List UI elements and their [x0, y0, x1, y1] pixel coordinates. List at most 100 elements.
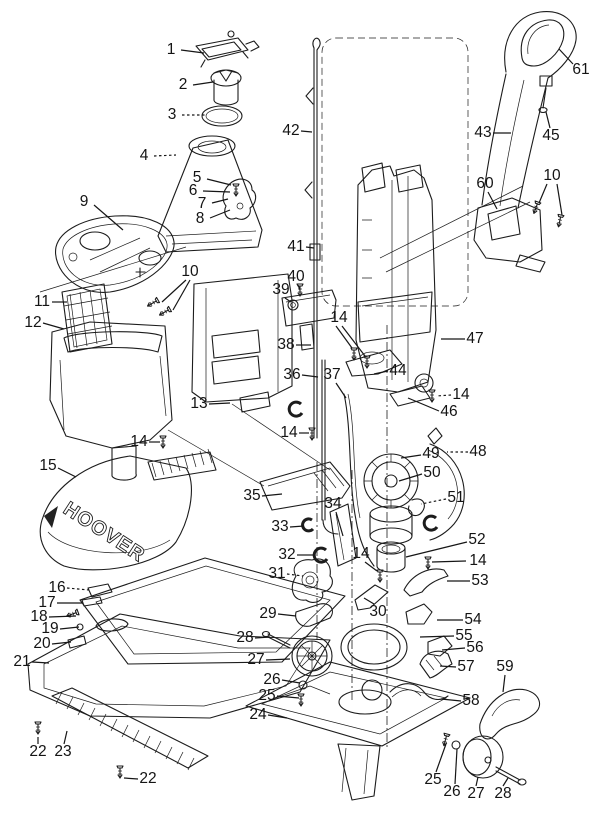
leader-line-36 — [301, 374, 319, 378]
callout-44: 44 — [389, 362, 407, 379]
leader-line-7 — [211, 198, 229, 204]
callout-28: 28 — [494, 785, 511, 802]
leader-line-46 — [407, 397, 440, 412]
part-24-base — [245, 661, 471, 801]
callout-27: 27 — [247, 651, 264, 668]
part-32-cclip — [422, 514, 439, 532]
leader-line-55 — [419, 635, 455, 638]
callout-60: 60 — [476, 175, 494, 192]
leader-line-18 — [48, 615, 77, 618]
callout-49: 49 — [422, 445, 439, 462]
leader-line-1 — [180, 49, 205, 54]
callout-39: 39 — [272, 281, 289, 298]
leader-line-19 — [59, 626, 80, 630]
callout-11: 11 — [34, 293, 50, 310]
leader-line-30 — [363, 597, 375, 605]
callout-9: 9 — [80, 193, 89, 210]
part-32-cclip — [287, 400, 304, 418]
reference-outline — [321, 37, 469, 307]
part-56-block — [427, 635, 453, 657]
leader-line-10 — [161, 279, 187, 303]
leader-line-6 — [202, 190, 231, 193]
callout-42: 42 — [282, 122, 299, 139]
callout-50: 50 — [423, 464, 441, 481]
leader-line-10 — [556, 183, 563, 216]
hoover-brand-text: HOOVER — [59, 498, 149, 567]
part-13-bracket — [145, 273, 293, 413]
part-14-screws — [159, 347, 436, 583]
leader-line-14 — [341, 325, 366, 357]
part-32-cclip — [312, 546, 329, 564]
callout-18: 18 — [30, 608, 47, 625]
callout-28: 28 — [236, 629, 253, 646]
leader-line-52 — [405, 541, 468, 558]
callout-10: 10 — [543, 167, 561, 184]
leader-line-29 — [277, 613, 297, 617]
leader-line-59 — [502, 674, 506, 693]
callout-61: 61 — [572, 61, 589, 78]
callout-24: 24 — [249, 706, 267, 723]
leader-line-45 — [545, 111, 551, 129]
callout-4: 4 — [140, 147, 149, 164]
callout-32: 32 — [278, 546, 295, 563]
leader-line-20 — [51, 641, 72, 645]
part-51-clip — [407, 498, 425, 517]
callout-38: 38 — [277, 336, 294, 353]
leader-line-33 — [289, 525, 305, 528]
callout-45: 45 — [542, 127, 559, 144]
callout-14: 14 — [452, 386, 470, 403]
callout-59: 59 — [496, 658, 513, 675]
callout-26: 26 — [443, 783, 460, 800]
part-38-plate — [281, 283, 337, 351]
callout-30: 30 — [369, 603, 387, 620]
leader-line-57 — [439, 665, 457, 668]
part-30-bracket — [354, 584, 389, 611]
leader-line-56 — [441, 647, 466, 651]
part-54-bracket — [405, 603, 433, 625]
leader-line-2 — [192, 81, 214, 86]
callout-13: 13 — [190, 395, 207, 412]
part-11-filter — [61, 283, 113, 353]
callout-1: 1 — [167, 41, 176, 58]
leader-line-44 — [373, 370, 389, 375]
part-4-tank-housing — [157, 135, 263, 253]
part-55-ring — [340, 623, 408, 671]
leader-line-60 — [487, 191, 498, 210]
callout-22: 22 — [29, 743, 46, 760]
callout-25: 25 — [424, 771, 441, 788]
part-42-rod — [304, 37, 321, 439]
part-23-brush-roll — [34, 687, 209, 779]
leader-line-28 — [502, 777, 509, 787]
leader-line-34 — [335, 511, 344, 537]
callout-10: 10 — [181, 263, 199, 280]
leader-line-15 — [57, 467, 77, 478]
part-37-hose — [343, 393, 375, 567]
callout-14: 14 — [280, 424, 298, 441]
callout-48: 48 — [469, 443, 486, 460]
callout-23: 23 — [54, 743, 71, 760]
callout-33: 33 — [271, 518, 288, 535]
leader-line-22 — [123, 777, 139, 780]
callout-22: 22 — [139, 770, 156, 787]
callout-21: 21 — [13, 653, 30, 670]
part-61-grip — [504, 11, 577, 79]
part-15-hood: HOOVER — [39, 448, 217, 571]
part-47-upright-body — [355, 162, 437, 393]
leader-line-10 — [172, 279, 191, 311]
leader-line-5 — [206, 178, 232, 186]
leader-line-25 — [276, 695, 300, 699]
leader-line-58 — [440, 698, 462, 702]
callout-8: 8 — [196, 210, 205, 227]
leader-line-41 — [305, 246, 315, 249]
callout-6: 6 — [189, 182, 198, 199]
part-27-rear-wheel — [440, 732, 527, 786]
part-52-cup — [376, 541, 406, 573]
callout-20: 20 — [33, 635, 51, 652]
callout-57: 57 — [457, 658, 474, 675]
part-49-50-motor — [363, 453, 419, 545]
callout-31: 31 — [268, 565, 285, 582]
callout-14: 14 — [330, 309, 348, 326]
callout-55: 55 — [455, 627, 472, 644]
part-45-screw — [538, 75, 553, 114]
